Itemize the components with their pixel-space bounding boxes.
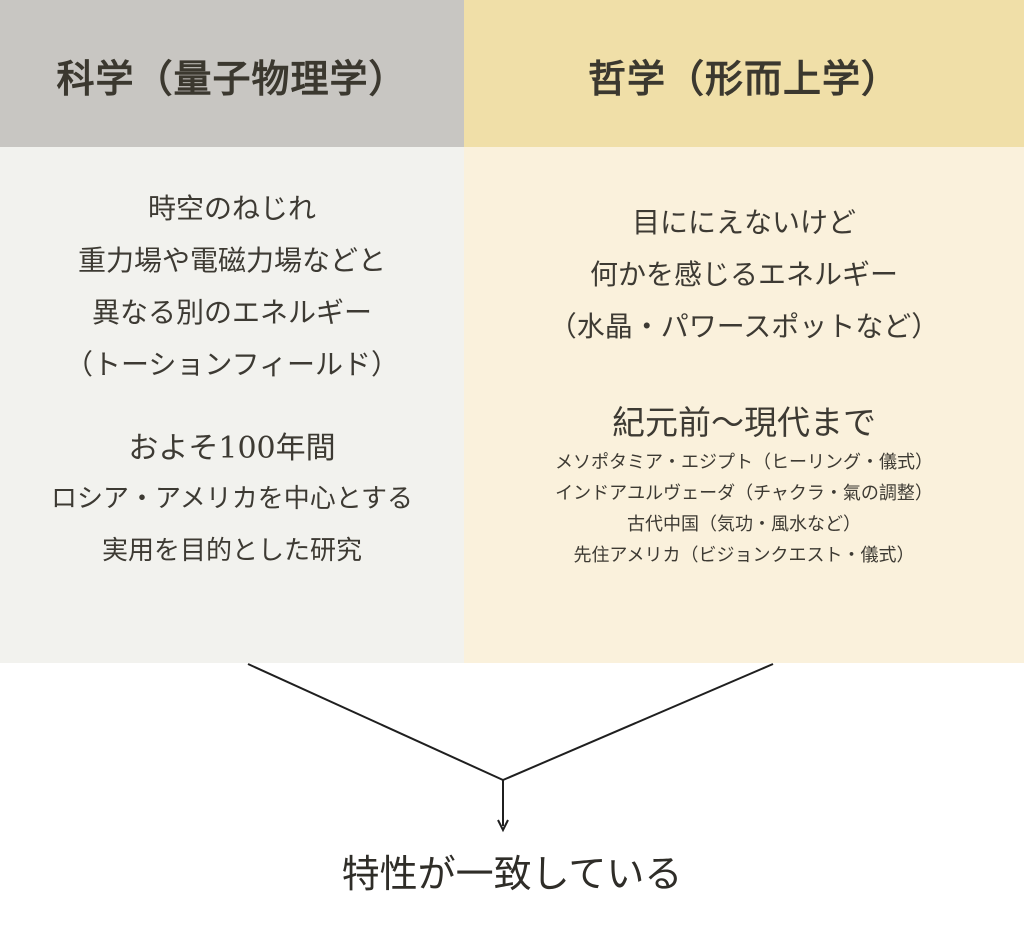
science-desc-line: （トーションフィールド） (64, 348, 400, 381)
science-desc-line: 重力場や電磁力場などと (77, 244, 386, 277)
science-desc-line: 時空のねじれ (147, 192, 316, 225)
right-connector-line (502, 663, 774, 781)
arrow-down-icon (497, 819, 509, 833)
philosophy-history-line: 古代中国（気功・風水など） (627, 514, 861, 535)
philosophy-history-line: インドアユルヴェーダ（チャクラ・氣の調整） (555, 483, 933, 504)
science-history: およそ100年間 ロシア・アメリカを中心とする 実用を目的とした研究 (0, 425, 464, 577)
science-desc-line: 異なる別のエネルギー (91, 296, 372, 329)
philosophy-history-line: メソポタミア・エジプト（ヒーリング・儀式） (555, 452, 933, 473)
philosophy-header-panel: 哲学（形而上学） (464, 0, 1024, 147)
philosophy-history: 紀元前〜現代まで メソポタミア・エジプト（ヒーリング・儀式） インドアユルヴェー… (464, 399, 1024, 571)
science-history-title: およそ100年間 (128, 431, 336, 466)
science-history-line: ロシア・アメリカを中心とする (51, 484, 413, 514)
left-connector-line (247, 663, 504, 781)
philosophy-history-line: 先住アメリカ（ビジョンクエスト・儀式） (573, 545, 915, 566)
science-history-line: 実用を目的とした研究 (101, 536, 362, 566)
philosophy-body-panel: 目ににえないけど 何かを感じるエネルギー （水晶・パワースポットなど） 紀元前〜… (464, 147, 1024, 663)
philosophy-description: 目ににえないけど 何かを感じるエネルギー （水晶・パワースポットなど） (464, 197, 1024, 353)
conclusion-text: 特性が一致している (341, 852, 683, 896)
philosophy-desc-line: 目ににえないけど (631, 206, 856, 239)
science-header-panel: 科学（量子物理学） (0, 0, 464, 147)
science-body-panel: 時空のねじれ 重力場や電磁力場などと 異なる別のエネルギー （トーションフィール… (0, 147, 464, 663)
philosophy-header-title: 哲学（形而上学） (587, 56, 900, 101)
philosophy-desc-line: （水晶・パワースポットなど） (548, 310, 940, 343)
science-description: 時空のねじれ 重力場や電磁力場などと 異なる別のエネルギー （トーションフィール… (0, 183, 464, 391)
philosophy-history-title: 紀元前〜現代まで (612, 403, 876, 442)
philosophy-desc-line: 何かを感じるエネルギー (589, 258, 898, 291)
science-header-title: 科学（量子物理学） (56, 56, 408, 101)
